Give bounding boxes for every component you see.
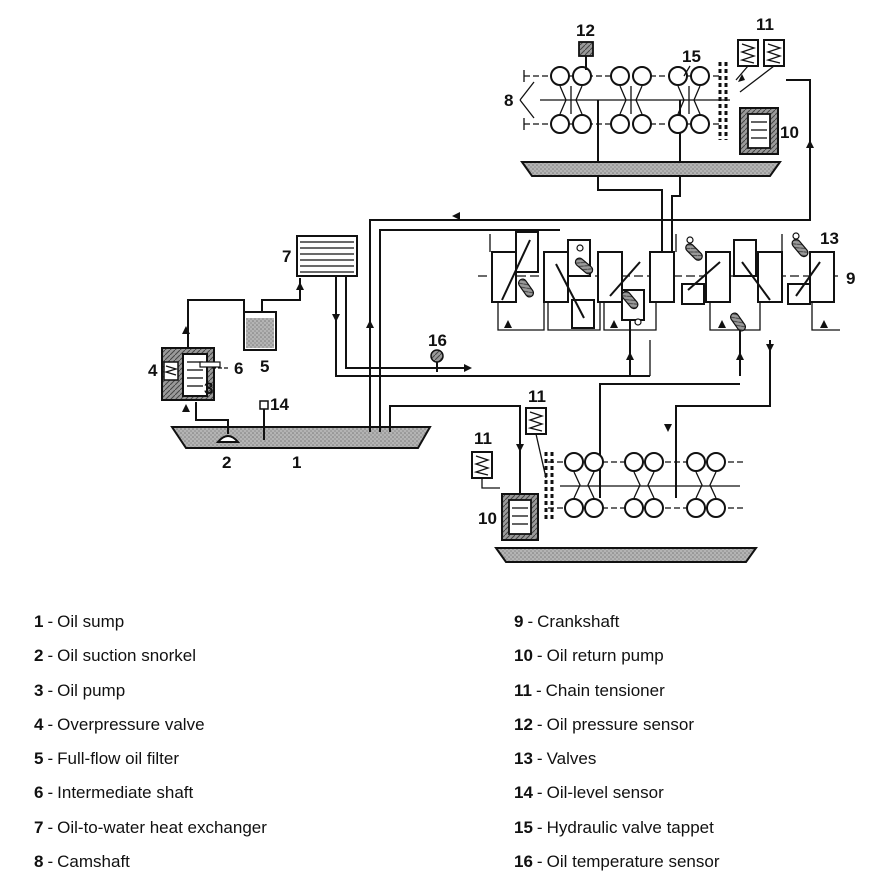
oil-to-water-heat-exchanger (296, 235, 358, 277)
callout-4: 4 (148, 361, 158, 380)
hydraulic-valve-tappet-lower (573, 471, 717, 499)
oil-temperature-sensor (430, 349, 444, 372)
legend-item-16: 16-Oil temperature sensor (514, 852, 720, 872)
legend-item-9: 9-Crankshaft (514, 612, 620, 631)
callout-3: 3 (204, 379, 213, 398)
callout-14: 14 (270, 395, 289, 414)
legend-item-1: 1-Oil sump (34, 612, 125, 631)
callout-16: 16 (428, 331, 447, 350)
chain-tensioner-upper (735, 39, 785, 93)
chain-tensioner-lower (471, 407, 547, 489)
legend-left-column: 1-Oil sump 2-Oil suction snorkel 3-Oil p… (34, 612, 267, 886)
legend-item-6: 6-Intermediate shaft (34, 783, 194, 803)
callout-7: 7 (282, 247, 291, 266)
legend-item-13: 13-Valves (514, 749, 597, 769)
legend-item-15: 15-Hydraulic valve tappet (514, 817, 714, 837)
legend-item-7: 7-Oil-to-water heat exchanger (34, 817, 267, 837)
upper-cylinder-head (519, 62, 782, 177)
callout-9: 9 (846, 269, 855, 288)
camshaft-lower-exhaust (548, 498, 746, 518)
callout-11-lower-right: 11 (528, 387, 546, 406)
legend-item-12: 12-Oil pressure sensor (514, 714, 694, 734)
oil-level-sensor (259, 400, 269, 440)
legend-item-2: 2-Oil suction snorkel (34, 646, 197, 666)
legend-item-5: 5-Full-flow oil filter (34, 749, 179, 769)
overpressure-valve (163, 361, 179, 381)
callout-13: 13 (820, 229, 839, 248)
legend-item-10: 10-Oil return pump (514, 646, 664, 666)
callout-11-upper: 11 (756, 15, 774, 34)
camshaft-lower-intake (548, 452, 746, 472)
legend-item-14: 14-Oil-level sensor (514, 783, 664, 803)
oil-suction-snorkel (195, 402, 241, 443)
camshaft-upper-intake (524, 66, 720, 86)
timing-chain-lower (544, 452, 554, 522)
oil-return-pump-lower (501, 493, 539, 541)
camshaft-upper-exhaust (524, 114, 720, 134)
callout-11-lower-left: 11 (474, 429, 492, 448)
valves (516, 232, 811, 334)
oil-return-pump-upper (739, 107, 779, 155)
timing-chain-upper (718, 62, 728, 140)
callout-5: 5 (260, 357, 269, 376)
legend-item-4: 4-Overpressure valve (34, 714, 205, 734)
callout-10-upper: 10 (780, 123, 799, 142)
callout-2: 2 (222, 453, 231, 472)
lower-cylinder-head (494, 452, 758, 563)
oil-pressure-sensor (578, 41, 594, 70)
callout-10-lower: 10 (478, 509, 497, 528)
callout-12: 12 (576, 21, 595, 40)
lubrication-system-diagram: 1 2 3 4 5 6 7 8 9 10 10 11 11 11 12 13 1… (148, 15, 855, 563)
callout-1: 1 (292, 453, 301, 472)
callout-6: 6 (234, 359, 243, 378)
callout-15: 15 (682, 47, 701, 66)
legend-item-11: 11-Chain tensioner (514, 680, 665, 700)
callout-8: 8 (504, 91, 513, 110)
oil-sump (170, 426, 432, 449)
legend-right-column: 9-Crankshaft 10-Oil return pump 11-Chain… (514, 612, 720, 886)
legend-item-8: 8-Camshaft (34, 852, 130, 872)
callout-labels: 1 2 3 4 5 6 7 8 9 10 10 11 11 11 12 13 1… (148, 15, 855, 528)
full-flow-oil-filter (243, 311, 277, 351)
legend-item-3: 3-Oil pump (34, 680, 126, 700)
crankshaft (478, 231, 840, 331)
